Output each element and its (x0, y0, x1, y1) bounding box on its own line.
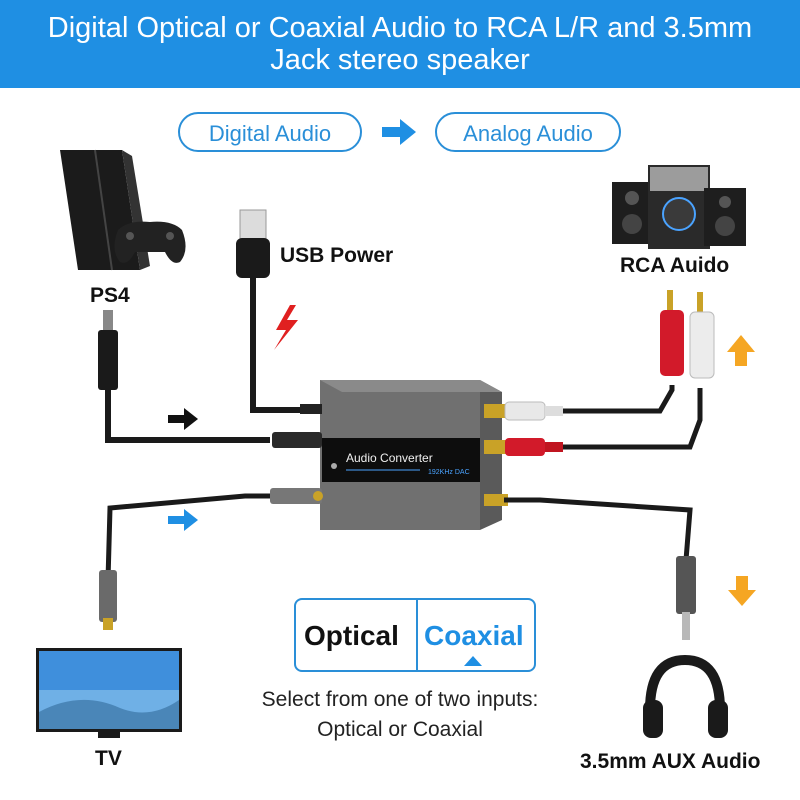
usb-plug-icon (236, 209, 270, 278)
ps4-label: PS4 (90, 284, 130, 307)
rca-red-plug-icon (505, 438, 563, 456)
speakers-icon (612, 165, 746, 249)
output-up-arrow-icon (727, 335, 755, 366)
device-name-label: Audio Converter (346, 451, 433, 465)
usb-power-label: USB Power (280, 244, 394, 267)
power-bolt-icon (274, 305, 298, 350)
optical-cable (105, 390, 270, 443)
tv-icon (36, 648, 182, 738)
selection-note-line1: Select from one of two inputs: (261, 688, 539, 711)
selected-caret-icon (464, 656, 482, 666)
usb-cable (250, 278, 315, 413)
coaxial-plug-icon (99, 570, 117, 630)
optical-option: Optical (304, 620, 399, 651)
device-spec-label: 192KHz DAC (428, 469, 470, 476)
audio-converter-device: Audio Converter 192KHz DAC (270, 380, 508, 530)
rca-white-plug-icon (504, 401, 563, 421)
aux-cable (504, 497, 693, 561)
coaxial-option: Coaxial (424, 620, 524, 651)
banner-title-line2: Jack stereo speaker (270, 44, 530, 76)
rca-white-cable (563, 385, 675, 414)
aux-audio-label: 3.5mm AUX Audio (580, 750, 761, 773)
flow-arrow-icon (382, 119, 416, 145)
analog-audio-pill: Analog Audio (435, 112, 621, 152)
input-selector: Optical Coaxial (294, 598, 536, 672)
aux-plug-icon (676, 556, 696, 640)
coaxial-direction-arrow-icon (168, 509, 198, 531)
selection-note: Select from one of two inputs: Optical o… (230, 685, 570, 745)
rca-red-cable (563, 388, 703, 450)
title-banner: Digital Optical or Coaxial Audio to RCA … (0, 0, 800, 88)
ps4-controller-icon (114, 221, 186, 263)
rca-audio-label: RCA Auido (620, 254, 730, 277)
digital-audio-pill: Digital Audio (178, 112, 362, 152)
optical-direction-arrow-icon (168, 408, 198, 430)
rca-plugs-upright-icon (660, 290, 715, 379)
tv-label: TV (95, 747, 122, 770)
output-down-arrow-icon (728, 576, 756, 606)
selector-divider (416, 600, 418, 670)
headphones-icon (643, 654, 728, 738)
coaxial-cable (105, 493, 270, 581)
banner-title-line1: Digital Optical or Coaxial Audio to RCA … (47, 12, 753, 44)
selection-note-line2: Optical or Coaxial (317, 718, 483, 741)
optical-plug-icon (98, 310, 118, 390)
